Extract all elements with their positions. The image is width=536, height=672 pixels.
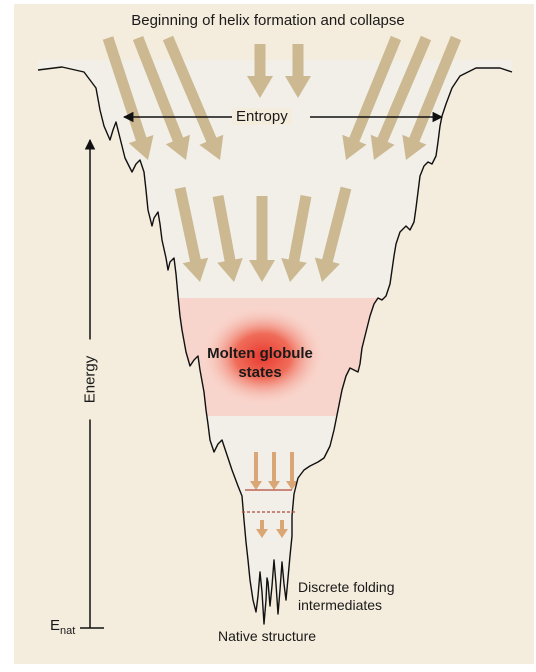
molten-globule-label: Molten globule states bbox=[190, 344, 330, 382]
discrete-intermediates-label: Discrete folding intermediates bbox=[298, 578, 428, 614]
enat-label: Enat bbox=[50, 617, 75, 637]
title-label: Beginning of helix formation and collaps… bbox=[0, 12, 536, 29]
enat-subscript: nat bbox=[60, 625, 75, 637]
enat-main: E bbox=[50, 617, 60, 634]
native-structure-label: Native structure bbox=[218, 628, 316, 644]
energy-axis-label: Energy bbox=[81, 340, 100, 420]
entropy-label: Entropy bbox=[232, 108, 292, 125]
